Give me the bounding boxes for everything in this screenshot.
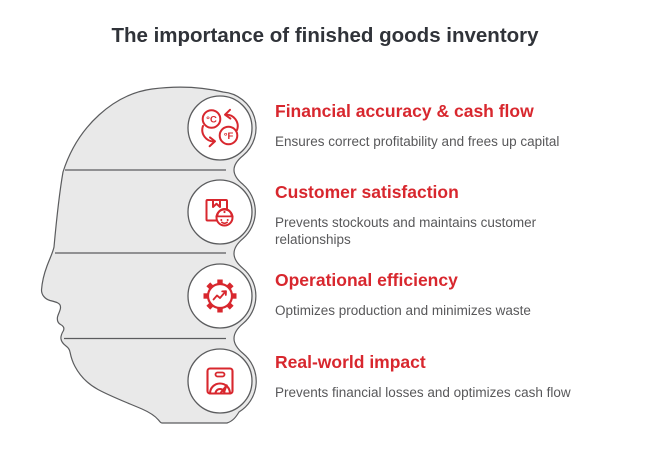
icon-circle [187, 348, 253, 414]
weighing-scale-gauge-icon [206, 367, 234, 395]
gear-trend-chart-icon [203, 279, 237, 313]
fahrenheit-label: °F [224, 131, 234, 142]
item-description: Ensures correct profitability and frees … [275, 134, 560, 149]
temperature-conversion-icon: °C °F [201, 108, 239, 148]
icon-circle [187, 95, 253, 161]
item-heading: Operational efficiency [275, 270, 458, 290]
item-heading: Real-world impact [275, 352, 426, 372]
list-item-customer-satisfaction: Customer satisfaction Prevents stockouts… [275, 181, 607, 248]
page-title: The importance of finished goods invento… [111, 24, 539, 47]
list-item-real-world-impact: Real-world impact Prevents financial los… [275, 351, 607, 402]
item-description: Optimizes production and minimizes waste [275, 303, 531, 318]
list-item-operational-efficiency: Operational efficiency Optimizes product… [275, 269, 607, 320]
item-heading: Financial accuracy & cash flow [275, 101, 534, 121]
package-delivery-person-icon [205, 199, 234, 227]
list-item-financial-accuracy: Financial accuracy & cash flow Ensures c… [275, 100, 607, 151]
celsius-label: °C [206, 115, 217, 126]
item-heading: Customer satisfaction [275, 182, 459, 202]
item-description: Prevents stockouts and maintains custome… [275, 215, 537, 247]
item-description: Prevents financial losses and optimizes … [275, 385, 571, 400]
